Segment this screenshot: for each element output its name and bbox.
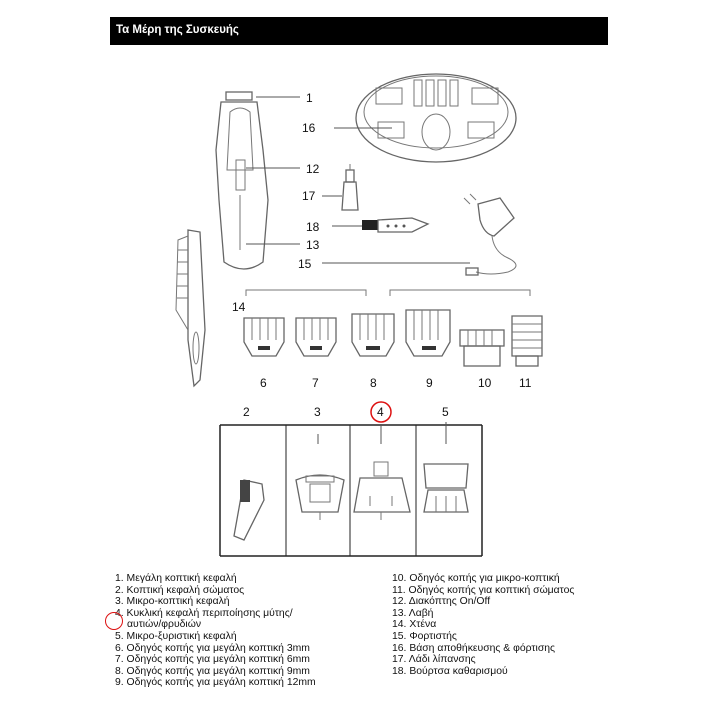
callout-8: 8	[370, 376, 377, 390]
legend-item-2: 2. Κοπτική κεφαλή σώματος	[115, 584, 245, 596]
callout-6: 6	[260, 376, 267, 390]
callout-15: 15	[298, 257, 312, 271]
callout-12: 12	[306, 162, 320, 176]
callout-3: 3	[314, 405, 321, 419]
legend-item-18: 18. Βούρτσα καθαρισμού	[392, 665, 508, 677]
legend-item-4-cont: αυτιών/φρυδιών	[127, 619, 202, 631]
callout-5: 5	[442, 405, 449, 419]
trimmer-illustration	[215, 91, 269, 270]
callout-14: 14	[232, 300, 246, 314]
page-title: Τα Μέρη της Συσκευής	[116, 24, 239, 36]
legend-item-12: 12. Διακόπτης On/Off	[392, 596, 491, 608]
callout-16: 16	[302, 121, 316, 135]
cleaning-brush-illustration	[362, 217, 430, 233]
guide-combs-illustration	[243, 289, 543, 367]
callout-10: 10	[478, 376, 492, 390]
callout-7: 7	[312, 376, 319, 390]
callout-18: 18	[306, 220, 320, 234]
legend-item-7: 7. Οδηγός κοπής για μεγάλη κοπτική 6mm	[115, 654, 310, 666]
legend-item-9: 9. Οδηγός κοπής για μεγάλη κοπτική 12mm	[115, 677, 316, 689]
storage-base-illustration	[355, 73, 517, 163]
callout-13: 13	[306, 238, 320, 252]
leader-lines	[246, 96, 470, 444]
header-bar: Τα Μέρη της Συσκευής	[110, 17, 608, 45]
legend-item-8: 8. Οδηγός κοπής για μεγάλη κοπτική 9mm	[115, 665, 310, 677]
comb-illustration	[175, 229, 206, 388]
callout-labels: 1 16 12 17 18 13 15 14 6 7 8 9 10 11 2 3…	[232, 91, 532, 419]
legend-item-3: 3. Μικρο-κοπτική κεφαλή	[115, 596, 230, 608]
highlight-circle-legend-4	[105, 612, 123, 630]
legend-item-6: 6. Οδηγός κοπής για μεγάλη κοπτική 3mm	[115, 642, 310, 654]
callout-1: 1	[306, 91, 313, 105]
legend-right: 10. Οδηγός κοπής για μικρο-κοπτική 11. Ο…	[392, 573, 574, 677]
legend-item-4: 4. Κυκλική κεφαλή περιποίησης μύτης/	[115, 607, 293, 619]
legend-item-15: 15. Φορτιστής	[392, 630, 457, 642]
legend-item-5: 5. Μικρο-ξυριστική κεφαλή	[115, 630, 237, 642]
legend-left: 1. Μεγάλη κοπτική κεφαλή 2. Κοπτική κεφα…	[115, 573, 316, 689]
heads-panel	[219, 401, 483, 557]
oil-bottle-illustration	[341, 164, 359, 211]
callout-4: 4	[377, 405, 384, 419]
legend-item-16: 16. Βάση αποθήκευσης & φόρτισης	[392, 642, 556, 654]
legend-item-10: 10. Οδηγός κοπής για μικρο-κοπτική	[392, 573, 560, 584]
charger-illustration	[463, 193, 517, 276]
callout-17: 17	[302, 189, 316, 203]
legend-item-13: 13. Λαβή	[392, 607, 434, 619]
legend-item-1: 1. Μεγάλη κοπτική κεφαλή	[115, 573, 237, 584]
highlight-circle-4	[370, 401, 392, 423]
legend-item-11: 11. Οδηγός κοπής για κοπτική σώματος	[392, 584, 575, 596]
legend-item-17: 17. Λάδι λίπανσης	[392, 654, 476, 666]
callout-2: 2	[243, 405, 250, 419]
callout-11: 11	[519, 376, 532, 390]
legend-item-14: 14. Χτένα	[392, 619, 437, 631]
callout-9: 9	[426, 376, 433, 390]
